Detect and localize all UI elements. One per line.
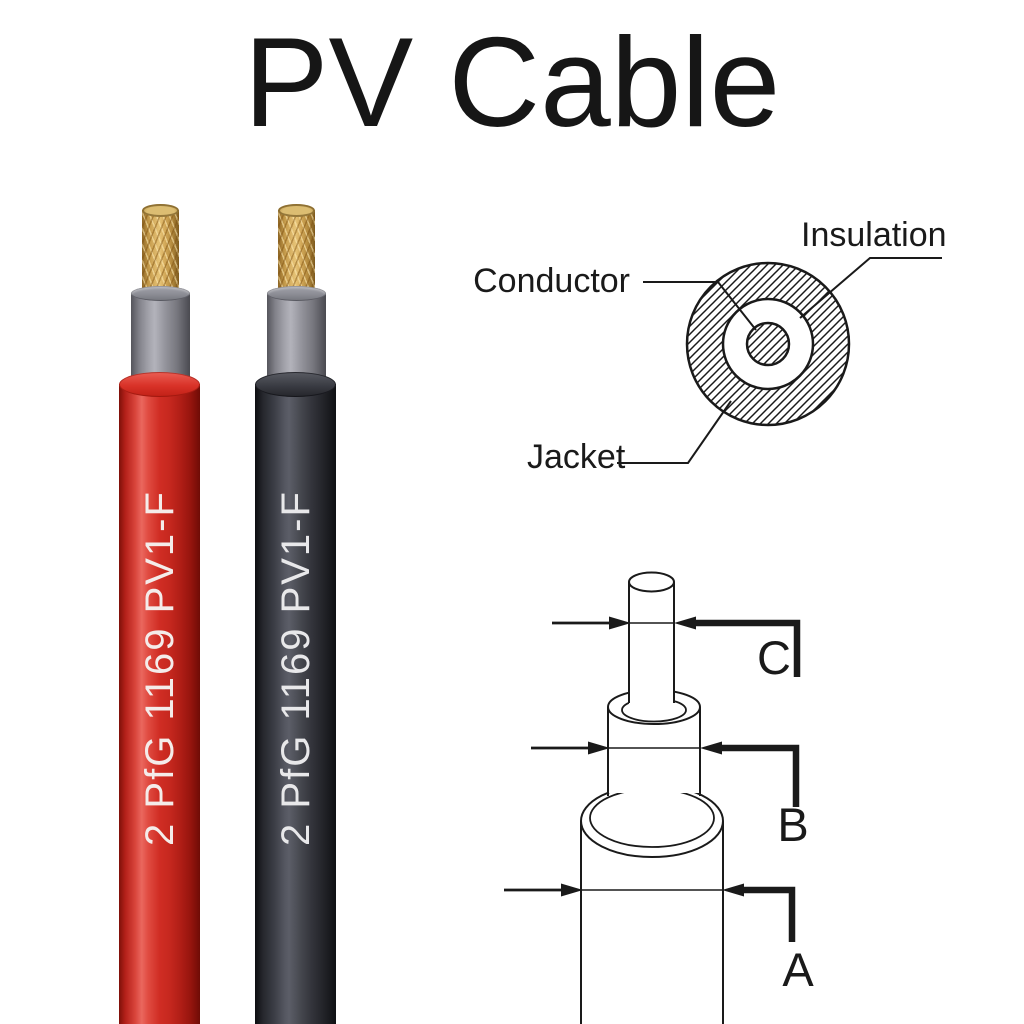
conductor-cylinder-top xyxy=(628,571,675,593)
jacket-leader-line xyxy=(617,400,732,464)
black-cable-conductor xyxy=(278,210,315,294)
jacket-label: Jacket xyxy=(527,438,626,476)
black-cable-jacket-cap xyxy=(255,372,336,397)
dimension-arrow-icon xyxy=(700,741,722,755)
dimension-arrow-icon xyxy=(588,741,610,755)
black-cable-insulation xyxy=(267,293,326,381)
conductor-core-hatch xyxy=(747,323,789,365)
dimension-line-a xyxy=(504,883,796,942)
black-cable-jacket xyxy=(255,384,336,1024)
dimension-line-c xyxy=(552,616,801,677)
red-cable-insulation-cap xyxy=(131,286,190,301)
page-title: PV Cable xyxy=(243,11,781,153)
dimension-letter-a: A xyxy=(782,943,814,996)
red-cable-jacket-cap xyxy=(119,372,200,397)
red-cable-insulation xyxy=(131,293,190,381)
conductor-leader-line xyxy=(643,281,757,331)
cable-cross-section xyxy=(617,257,942,464)
dimension-letter-b: B xyxy=(777,798,809,851)
red-cable-jacket xyxy=(119,384,200,1024)
jacket-circle xyxy=(685,261,851,427)
red-cable-conductor xyxy=(142,210,179,294)
dimension-line-b xyxy=(531,741,800,807)
insulation-leader-line xyxy=(799,257,942,319)
dimension-arrow-icon xyxy=(561,883,583,897)
insulation-circle xyxy=(721,297,815,391)
black-cable-conductor-tip xyxy=(278,204,315,217)
dimension-arrow-icon xyxy=(674,616,696,630)
conductor-label: Conductor xyxy=(473,262,630,300)
red-cable-conductor-tip xyxy=(142,204,179,217)
black-cable-insulation-cap xyxy=(267,286,326,301)
dimension-arrow-icon xyxy=(609,616,631,630)
insulation-label: Insulation xyxy=(801,216,947,254)
stripped-cable-drawing xyxy=(504,571,801,1024)
dimension-letter-c: C xyxy=(757,631,791,684)
dimension-arrow-icon xyxy=(722,883,744,897)
conductor-circle xyxy=(745,321,791,367)
jacket-ring-hatch xyxy=(687,263,849,425)
